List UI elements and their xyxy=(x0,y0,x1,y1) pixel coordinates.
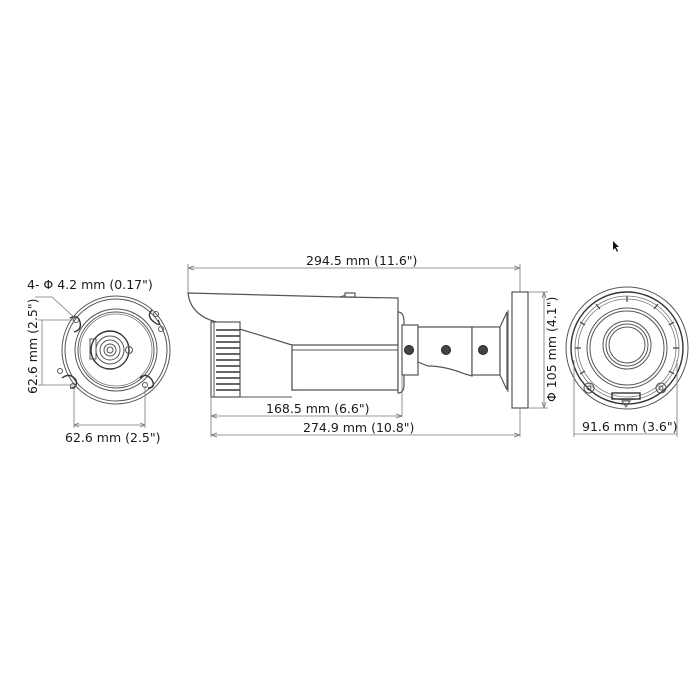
ir-led-ring xyxy=(575,296,679,375)
mount-vertical-dim-label: 62.6 mm (2.5") xyxy=(25,298,40,394)
mount-horizontal-dim-label: 62.6 mm (2.5") xyxy=(65,430,161,445)
overall-length-label: 294.5 mm (11.6") xyxy=(306,253,417,268)
body-length-label: 168.5 mm (6.6") xyxy=(266,401,369,416)
ir-fins xyxy=(216,329,240,391)
front-view xyxy=(565,286,689,437)
mount-diameter-label: Φ 105 mm (4.1") xyxy=(544,297,559,402)
mount-base-view xyxy=(35,295,171,428)
total-length-label: 274.9 mm (10.8") xyxy=(303,420,414,435)
mouse-cursor-icon xyxy=(613,241,619,252)
hole-spec-label: 4- Φ 4.2 mm (0.17") xyxy=(27,277,153,292)
side-view xyxy=(187,264,548,438)
front-width-label: 91.6 mm (3.6") xyxy=(582,419,678,434)
